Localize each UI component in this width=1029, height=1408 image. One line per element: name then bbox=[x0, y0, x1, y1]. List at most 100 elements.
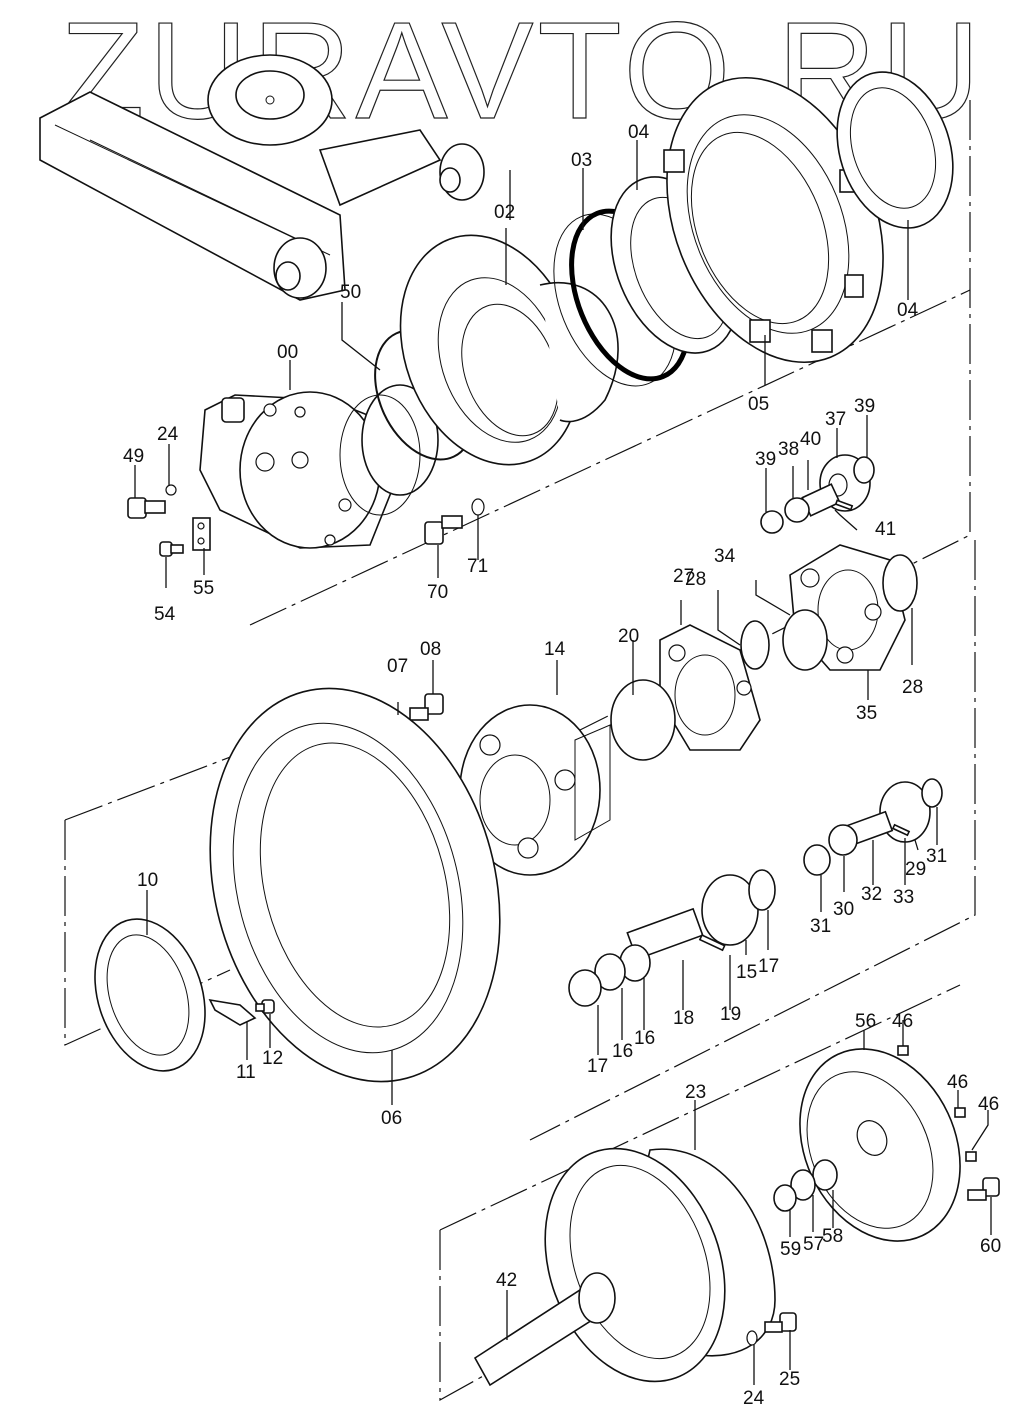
part-30-bearing[interactable] bbox=[828, 824, 858, 856]
label-17-a: 17 bbox=[587, 1056, 608, 1077]
label-28-a: 28 bbox=[685, 569, 706, 590]
label-59: 59 bbox=[780, 1239, 801, 1260]
label-50: 50 bbox=[340, 282, 361, 303]
part-34-sun-gear[interactable] bbox=[782, 609, 828, 671]
part-17-thrust-washer-b[interactable] bbox=[748, 869, 776, 911]
label-05: 05 bbox=[748, 394, 769, 415]
label-24-bottom: 24 bbox=[743, 1388, 765, 1408]
part-11-lock-plate[interactable] bbox=[208, 998, 257, 1026]
part-02-hub[interactable] bbox=[370, 210, 619, 490]
label-46-b: 46 bbox=[947, 1072, 968, 1093]
part-15-gear[interactable] bbox=[701, 874, 759, 946]
part-71-washer[interactable] bbox=[471, 498, 485, 516]
label-71: 71 bbox=[467, 556, 488, 577]
label-12: 12 bbox=[262, 1048, 283, 1069]
label-41: 41 bbox=[875, 519, 896, 540]
part-19-pin[interactable] bbox=[698, 934, 726, 952]
label-28-b: 28 bbox=[902, 677, 923, 698]
label-54: 54 bbox=[154, 604, 176, 625]
label-32: 32 bbox=[861, 884, 882, 905]
part-14-carrier[interactable] bbox=[459, 704, 611, 876]
label-42: 42 bbox=[496, 1270, 517, 1291]
label-40: 40 bbox=[800, 429, 821, 450]
label-56: 56 bbox=[855, 1011, 876, 1032]
label-38: 38 bbox=[778, 439, 799, 460]
label-11: 11 bbox=[236, 1062, 256, 1083]
part-58-bearing[interactable] bbox=[812, 1159, 838, 1191]
part-55-plate[interactable] bbox=[192, 517, 211, 551]
part-46-plug-c[interactable] bbox=[965, 1151, 977, 1162]
part-60-bolt[interactable] bbox=[967, 1177, 1000, 1201]
part-42-drive-shaft[interactable] bbox=[473, 1272, 616, 1387]
label-23: 23 bbox=[685, 1082, 706, 1103]
label-33: 33 bbox=[893, 887, 914, 908]
part-24-washer-bottom[interactable] bbox=[746, 1330, 758, 1346]
label-35: 35 bbox=[856, 703, 877, 724]
label-00: 00 bbox=[277, 342, 298, 363]
label-17-b: 17 bbox=[758, 956, 779, 977]
track-frame bbox=[39, 54, 485, 301]
part-54-screw[interactable] bbox=[159, 541, 184, 557]
part-70-bolt[interactable] bbox=[424, 515, 463, 545]
part-31-thrust-washer-b[interactable] bbox=[921, 778, 943, 808]
part-16-bearing-a[interactable] bbox=[594, 953, 626, 991]
label-10: 10 bbox=[137, 870, 158, 891]
label-06: 06 bbox=[381, 1108, 402, 1129]
part-06-sprocket[interactable] bbox=[168, 656, 542, 1115]
label-30: 30 bbox=[833, 899, 854, 920]
part-49-bolt[interactable] bbox=[127, 497, 166, 519]
part-20-sun-gear[interactable] bbox=[610, 679, 676, 761]
label-04-top: 04 bbox=[628, 122, 650, 143]
label-20: 20 bbox=[618, 626, 639, 647]
part-57-coupling[interactable] bbox=[790, 1169, 816, 1201]
label-49: 49 bbox=[123, 446, 144, 467]
label-18: 18 bbox=[673, 1008, 694, 1029]
part-12-bolt[interactable] bbox=[255, 999, 275, 1014]
label-16-b: 16 bbox=[634, 1028, 655, 1049]
part-46-plug-a[interactable] bbox=[897, 1045, 909, 1056]
part-labels: 03 04 04 02 50 05 00 24 49 54 55 70 71 3… bbox=[123, 122, 1001, 1408]
label-19: 19 bbox=[720, 1004, 741, 1025]
part-10-nut-ring[interactable] bbox=[76, 905, 223, 1086]
part-08-bolt[interactable] bbox=[409, 693, 444, 721]
part-38-bearing[interactable] bbox=[784, 497, 810, 523]
label-60: 60 bbox=[980, 1236, 1001, 1257]
part-39-thrust-washer-b[interactable] bbox=[853, 456, 875, 484]
part-23-ring-gear[interactable] bbox=[514, 1123, 776, 1407]
label-07: 07 bbox=[387, 656, 408, 677]
part-33-pin[interactable] bbox=[891, 823, 911, 837]
label-58: 58 bbox=[822, 1226, 843, 1247]
label-24-top: 24 bbox=[157, 424, 179, 445]
part-41-pin[interactable] bbox=[834, 499, 854, 511]
part-28-thrust-washer-b[interactable] bbox=[882, 554, 918, 612]
part-56-cover[interactable] bbox=[770, 1023, 990, 1268]
label-25: 25 bbox=[779, 1369, 800, 1390]
label-14: 14 bbox=[544, 639, 566, 660]
label-55: 55 bbox=[193, 578, 214, 599]
label-46-c: 46 bbox=[978, 1094, 999, 1115]
label-57: 57 bbox=[803, 1234, 824, 1255]
label-39-b: 39 bbox=[854, 396, 875, 417]
label-37: 37 bbox=[825, 409, 846, 430]
label-27: 27 bbox=[673, 566, 694, 587]
part-17-thrust-washer-a[interactable] bbox=[568, 969, 602, 1007]
part-24-washer-top[interactable] bbox=[165, 484, 177, 496]
part-04-bearing-right[interactable] bbox=[818, 57, 972, 243]
part-31-thrust-washer-a[interactable] bbox=[803, 844, 831, 876]
part-25-bolt[interactable] bbox=[764, 1312, 797, 1333]
part-27-carrier[interactable] bbox=[659, 624, 761, 751]
leader-lines bbox=[134, 140, 992, 1385]
label-34: 34 bbox=[714, 546, 736, 567]
part-46-plug-b[interactable] bbox=[954, 1107, 966, 1118]
label-70: 70 bbox=[427, 582, 448, 603]
label-39-a: 39 bbox=[755, 449, 776, 470]
part-28-thrust-washer-a[interactable] bbox=[740, 620, 770, 670]
label-02: 02 bbox=[494, 202, 515, 223]
label-15: 15 bbox=[736, 962, 757, 983]
label-31-b: 31 bbox=[926, 846, 947, 867]
label-08: 08 bbox=[420, 639, 441, 660]
part-59-snap-ring[interactable] bbox=[773, 1184, 797, 1212]
label-31-a: 31 bbox=[810, 916, 831, 937]
part-00-travel-motor[interactable] bbox=[199, 384, 439, 549]
part-39-thrust-washer-a[interactable] bbox=[760, 510, 784, 534]
